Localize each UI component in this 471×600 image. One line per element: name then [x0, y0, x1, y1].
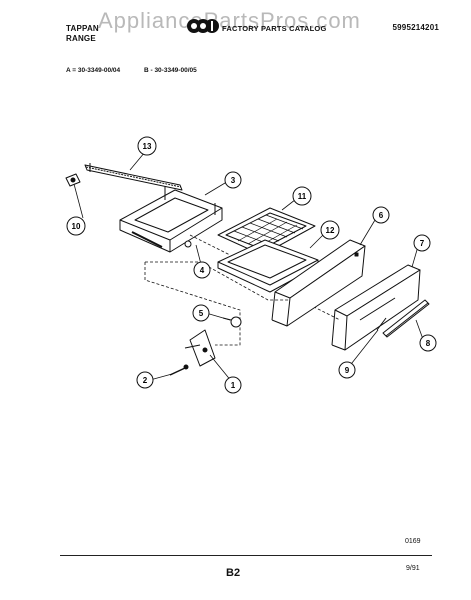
callout-11: 11: [292, 186, 312, 206]
footer-divider: [60, 555, 432, 556]
svg-text:4: 4: [200, 266, 205, 275]
brand-block: TAPPAN RANGE: [66, 24, 99, 44]
svg-text:9: 9: [345, 366, 350, 375]
callout-13: 13: [137, 136, 157, 156]
part-6-panel: [271, 239, 366, 327]
part-3-broiler-pan: [119, 186, 223, 253]
model-b: B - 30-3349-00/05: [143, 67, 197, 74]
svg-text:2: 2: [143, 376, 148, 385]
model-a: A = 30-3349-00/04: [66, 67, 121, 74]
revision-date: 9/91: [406, 565, 420, 572]
part-2-screw: [169, 364, 189, 376]
callout-3: 3: [224, 171, 242, 189]
svg-text:6: 6: [379, 211, 384, 220]
svg-text:8: 8: [426, 339, 431, 348]
svg-text:3: 3: [231, 176, 236, 185]
svg-text:11: 11: [298, 192, 307, 201]
wci-logo-icon: [187, 19, 219, 33]
callout-9: 9: [338, 361, 356, 379]
callout-1: 1: [224, 376, 242, 394]
part-1-bracket: [184, 329, 216, 367]
svg-text:5: 5: [199, 309, 204, 318]
part-7-drawer-door: [331, 264, 421, 351]
svg-text:13: 13: [143, 142, 152, 151]
part-13-rod: [84, 163, 183, 191]
callout-10: 10: [66, 216, 86, 236]
svg-text:7: 7: [420, 239, 425, 248]
watermark: AppliancePartsPros.com: [98, 8, 361, 33]
part-10-bracket: [65, 173, 81, 187]
callout-7: 7: [413, 234, 431, 252]
callout-12: 12: [320, 220, 340, 240]
diagram-code: 0169: [405, 538, 421, 545]
callout-2: 2: [136, 371, 154, 389]
catalog-part-number: 5995214201: [392, 23, 439, 32]
part-8-handle: [382, 299, 430, 338]
callout-8: 8: [419, 334, 437, 352]
svg-text:1: 1: [231, 381, 236, 390]
callout-4: 4: [193, 261, 211, 279]
page-number: B2: [226, 567, 241, 579]
callout-labels: 1 2 3 4 5 6 7 8 9 10 11 12 13: [66, 136, 437, 394]
model-list: A = 30-3349-00/04 B - 30-3349-00/05: [66, 67, 219, 74]
svg-text:10: 10: [72, 222, 81, 231]
svg-text:12: 12: [326, 226, 335, 235]
part-9-pin: [376, 317, 387, 331]
catalog-title: FACTORY PARTS CATALOG: [222, 24, 327, 33]
brand-name: TAPPAN: [66, 24, 99, 33]
product-type: RANGE: [66, 34, 96, 43]
callout-6: 6: [372, 206, 390, 224]
callout-5: 5: [192, 304, 210, 322]
